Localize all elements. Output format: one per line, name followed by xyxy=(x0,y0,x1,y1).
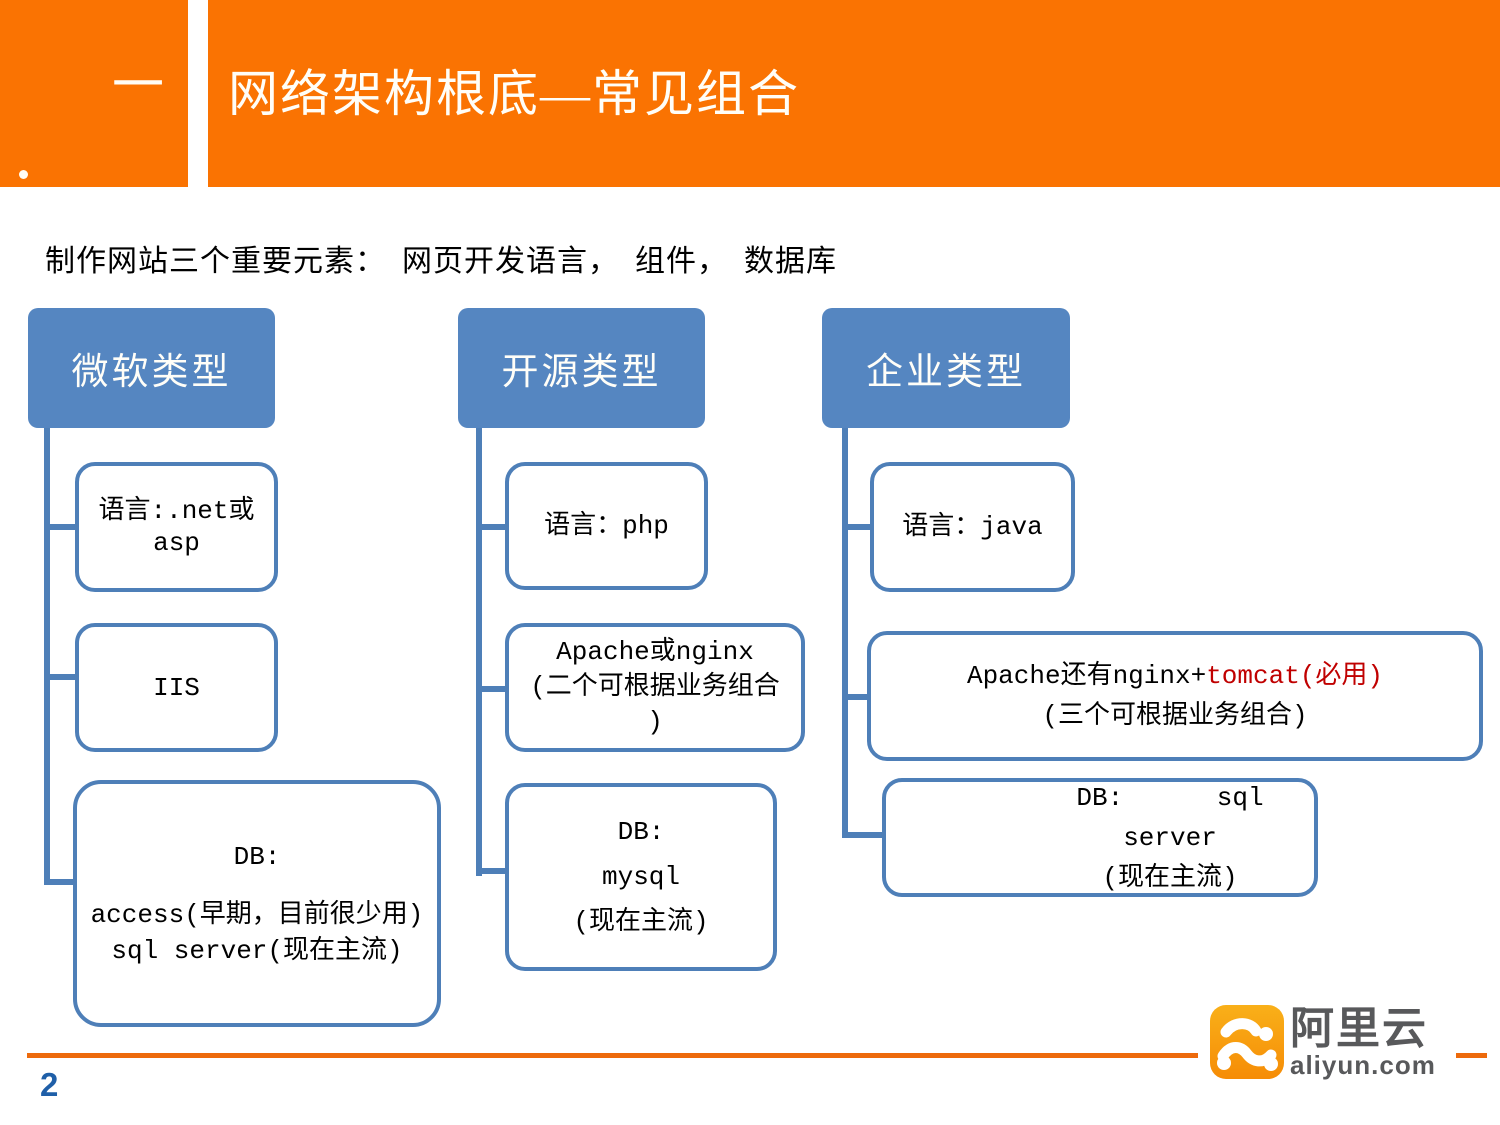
connector-elbow xyxy=(848,524,870,530)
box-text-line: (二个可根据业务组合 xyxy=(530,672,780,702)
connector-vertical xyxy=(44,428,50,885)
box-text-line: (三个可根据业务组合) xyxy=(1042,701,1308,731)
connector-vertical xyxy=(842,428,848,838)
column-header-microsoft: 微软类型 xyxy=(28,308,275,428)
box-text-line: ) xyxy=(647,707,663,737)
box-text-line: Apache或nginx xyxy=(556,637,754,667)
connector-elbow xyxy=(482,686,505,692)
aliyun-logo-mark xyxy=(1210,1005,1284,1079)
section-number: 一 xyxy=(111,57,164,115)
box-text-line: Apache还有nginx+tomcat(必用) xyxy=(967,656,1383,696)
box-text-line: DB: xyxy=(617,816,665,847)
node-ent-database: DB: sql server (现在主流) xyxy=(882,778,1318,897)
box-text-line: (现在主流) xyxy=(573,906,709,937)
footer-divider xyxy=(27,1053,1487,1058)
box-text-line: sql server(现在主流) xyxy=(111,935,403,966)
box-text-red: tomcat(必用) xyxy=(1206,661,1384,691)
node-ms-webserver: IIS xyxy=(75,623,278,752)
logo-brand-name: 阿里云 xyxy=(1290,1004,1428,1053)
node-os-database: DB: mysql (现在主流) xyxy=(505,783,777,971)
section-badge: 一 xyxy=(0,0,188,187)
subtitle-text: 制作网站三个重要元素： 网页开发语言， 组件， 数据库 xyxy=(45,245,837,278)
box-text-line: mysql xyxy=(601,861,680,892)
box-text-line: (现在主流) xyxy=(1102,862,1238,893)
title-banner: 网络架构根底—常见组合 xyxy=(208,0,1500,187)
node-ent-webserver: Apache还有nginx+tomcat(必用) (三个可根据业务组合) xyxy=(867,631,1483,761)
node-os-language: 语言：php xyxy=(505,462,708,590)
decorative-dot xyxy=(19,170,28,179)
column-header-enterprise: 企业类型 xyxy=(822,308,1070,428)
page-title: 网络架构根底—常见组合 xyxy=(228,65,800,122)
box-text-line: 语言:.net或 xyxy=(98,496,255,526)
box-text-line: DB: sql server xyxy=(1076,782,1280,853)
logo-text: 阿里云 aliyun.com xyxy=(1290,1004,1436,1080)
node-ms-database: DB: access(早期，目前很少用) sql server(现在主流) xyxy=(73,780,441,1027)
connector-elbow xyxy=(848,694,867,700)
node-ent-language: 语言：java xyxy=(870,462,1075,592)
aliyun-logo: 阿里云 aliyun.com xyxy=(1198,996,1456,1088)
box-text-line: IIS xyxy=(153,672,200,703)
box-text-line: access(早期，目前很少用) xyxy=(90,899,424,930)
connector-elbow xyxy=(848,832,882,838)
connector-elbow xyxy=(50,879,73,885)
cloud-icon xyxy=(1217,1018,1278,1071)
connector-elbow xyxy=(50,524,75,530)
connector-elbow xyxy=(482,524,505,530)
column-header-opensource: 开源类型 xyxy=(458,308,705,428)
logo-domain: aliyun.com xyxy=(1290,1050,1436,1080)
node-os-webserver: Apache或nginx (二个可根据业务组合 ) xyxy=(505,623,805,752)
box-text-line: asp xyxy=(153,528,200,558)
connector-elbow xyxy=(50,674,75,680)
connector-elbow xyxy=(482,868,505,874)
node-ms-language: 语言:.net或 asp xyxy=(75,462,278,592)
box-text-line: 语言：java xyxy=(902,512,1043,542)
connector-vertical xyxy=(476,428,482,876)
box-text-black: Apache还有nginx+ xyxy=(966,661,1207,691)
box-text-line: DB: xyxy=(233,841,281,872)
page-number: 2 xyxy=(40,1066,59,1103)
box-text-line: 语言：php xyxy=(544,511,669,541)
